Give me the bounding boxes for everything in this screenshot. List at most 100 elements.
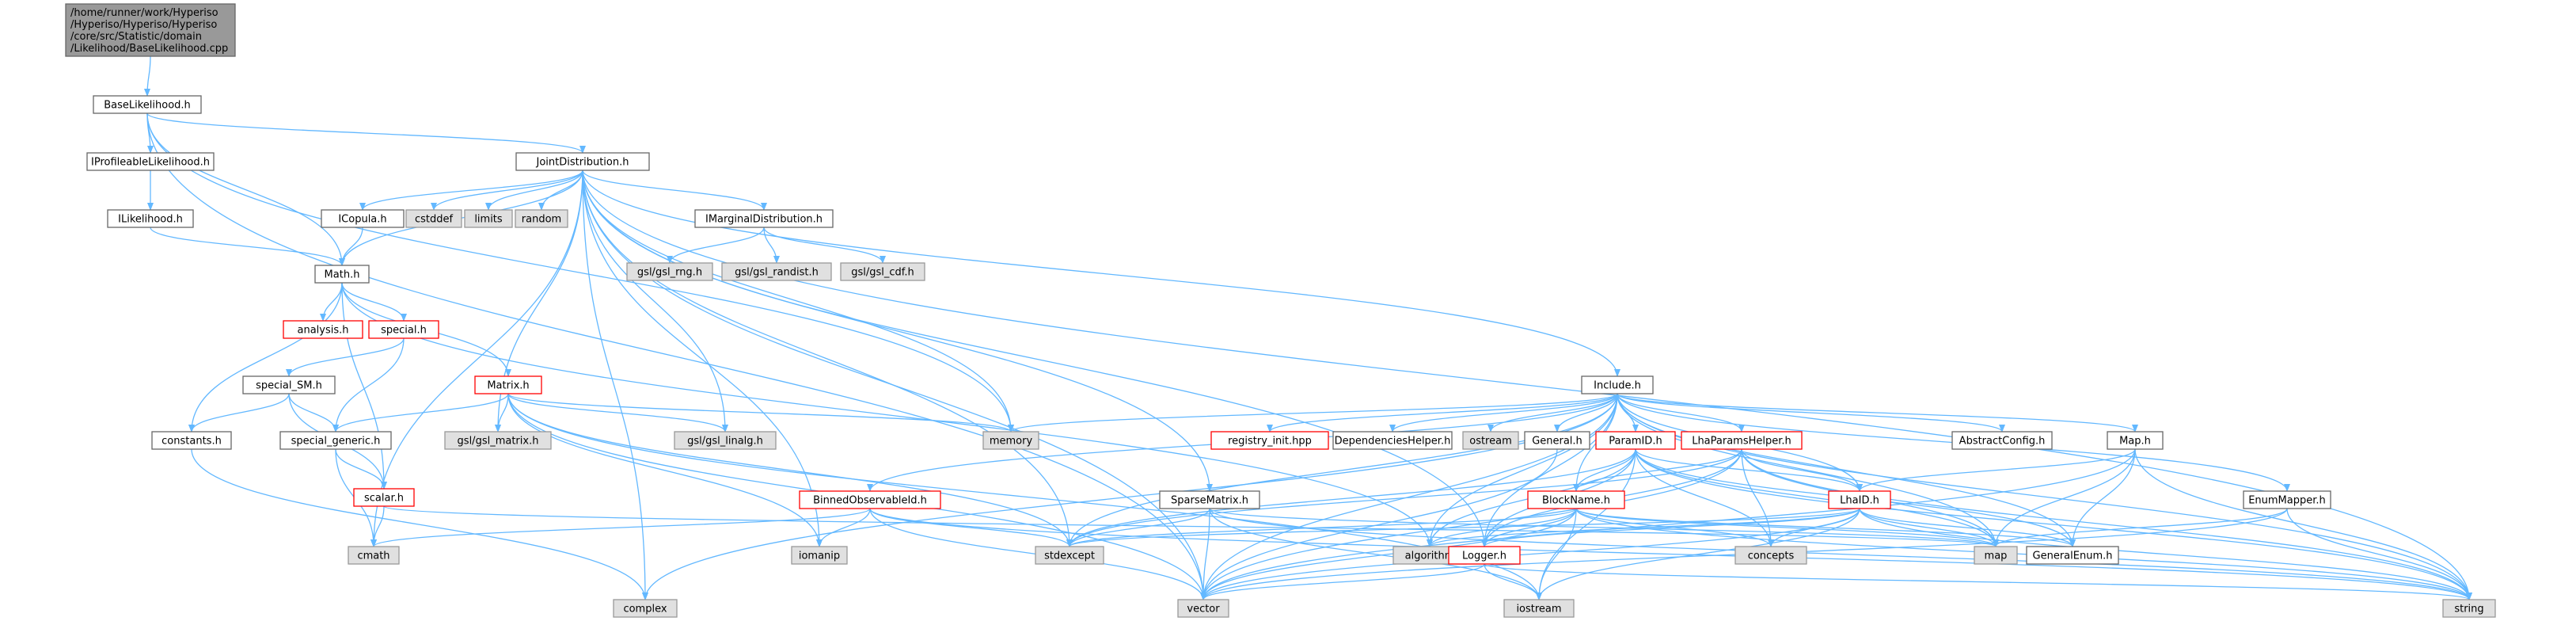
include-edge [2069,448,2136,547]
file-node-matrix[interactable]: Matrix.h [474,375,542,394]
file-node-special[interactable]: special.h [368,320,439,339]
node-label: Map.h [2119,436,2151,448]
node-box [1681,431,1803,450]
file-node-ilik[interactable]: ILikelihood.h [107,209,194,228]
file-node-generalenum[interactable]: GeneralEnum.h [2026,546,2119,565]
node-label: map [1985,551,2008,562]
file-node-specialsm[interactable]: special_SM.h [242,375,336,394]
include-edge [582,170,728,433]
node-box [515,209,568,228]
node-label: SparseMatrix.h [1171,495,1248,507]
node-label: ILikelihood.h [118,214,183,226]
include-edge [1617,393,2138,433]
node-box [2243,490,2331,509]
include-edge [507,393,1014,433]
node-label: ostream [1469,436,1512,448]
include-edge [582,170,1620,377]
node-label: /Hyperiso/Hyperiso/Hyperiso [70,19,217,31]
node-box [1974,546,2018,565]
node-box [1332,431,1453,450]
file-node-general[interactable]: General.h [1524,431,1590,450]
node-label: vector [1187,604,1220,615]
node-label: Logger.h [1462,551,1506,562]
file-node-blockname[interactable]: BlockName.h [1527,490,1625,509]
include-edge [582,170,1073,547]
node-label: gsl/gsl_rng.h [637,267,702,279]
node-box [2107,431,2164,450]
include-edge [341,282,407,322]
include-edge [1209,508,1542,600]
file-node-stdexcept: stdexcept [1035,546,1104,565]
node-label: iomanip [799,551,840,562]
file-node-math[interactable]: Math.h [314,265,370,284]
node-label: Matrix.h [487,380,529,392]
node-label: Include.h [1594,380,1641,392]
node-box [613,599,678,618]
include-edge [582,170,2472,600]
file-node-abstractcfg[interactable]: AbstractConfig.h [1951,431,2053,450]
include-edge [431,170,583,211]
node-box [694,209,834,228]
file-node-joint[interactable]: JointDistribution.h [515,152,650,171]
file-node-imarg[interactable]: IMarginalDistribution.h [694,209,834,228]
node-box [1503,599,1575,618]
file-node-maph[interactable]: Map.h [2107,431,2164,450]
include-edge [1859,508,1999,547]
file-node-binned[interactable]: BinnedObservableId.h [799,490,941,509]
file-node-scalar[interactable]: scalar.h [353,488,415,507]
file-node-logger[interactable]: Logger.h [1448,546,1521,565]
file-node-dephelper[interactable]: DependenciesHelper.h [1332,431,1453,450]
node-label: concepts [1748,551,1795,562]
include-edge [191,448,648,600]
include-edge [1200,393,1618,600]
file-node-sparse[interactable]: SparseMatrix.h [1159,490,1260,509]
node-label: ParamID.h [1609,436,1662,448]
node-box [107,209,194,228]
node-box [1828,490,1891,509]
file-node-map: map [1974,546,2018,565]
include-edge [582,170,823,547]
node-label: algorithm [1405,551,1455,562]
file-node-root[interactable]: /home/runner/work/Hyperiso/Hyperiso/Hype… [65,3,236,57]
node-box [982,431,1039,450]
file-node-include[interactable]: Include.h [1581,375,1654,394]
include-edge [1554,393,1618,433]
file-node-icopula[interactable]: ICopula.h [321,209,405,228]
file-node-iostream: iostream [1503,599,1575,618]
file-node-gsllinalg: gsl/gsl_linalg.h [674,431,777,450]
node-box [321,209,405,228]
node-label: /core/src/Statistic/domain [70,31,202,43]
include-edge [370,508,871,547]
include-edge [1209,508,1999,547]
file-node-baselik[interactable]: BaseLikelihood.h [93,95,202,114]
node-label: analysis.h [297,325,348,337]
node-box [626,262,713,281]
include-edge [763,227,886,264]
node-label: gsl/gsl_linalg.h [687,436,763,448]
file-node-registry[interactable]: registry_init.hpp [1210,431,1329,450]
include-edge [1389,393,1618,433]
node-box [1159,490,1260,509]
node-label: DependenciesHelper.h [1335,436,1451,448]
file-node-string: string [2442,599,2496,618]
include-edge [1066,508,1860,547]
node-box [314,265,370,284]
include-edge [146,112,1014,433]
file-node-specialgen[interactable]: special_generic.h [279,431,392,450]
file-node-lhaid[interactable]: LhaID.h [1828,490,1891,509]
include-edge [1427,508,1577,547]
node-label: special.h [381,325,427,337]
node-label: General.h [1532,436,1582,448]
node-label: EnumMapper.h [2248,495,2326,507]
node-label: memory [990,436,1033,448]
file-node-lhaparams[interactable]: LhaParamsHelper.h [1681,431,1803,450]
file-node-iprof[interactable]: IProfileableLikelihood.h [86,152,215,171]
node-box [283,320,363,339]
include-edge [1200,563,1485,600]
node-box [2442,599,2496,618]
file-node-constants[interactable]: constants.h [151,431,232,450]
file-node-analysis[interactable]: analysis.h [283,320,363,339]
file-node-enummapper[interactable]: EnumMapper.h [2243,490,2331,509]
file-node-paramid[interactable]: ParamID.h [1595,431,1676,450]
include-edge [1575,508,2472,600]
